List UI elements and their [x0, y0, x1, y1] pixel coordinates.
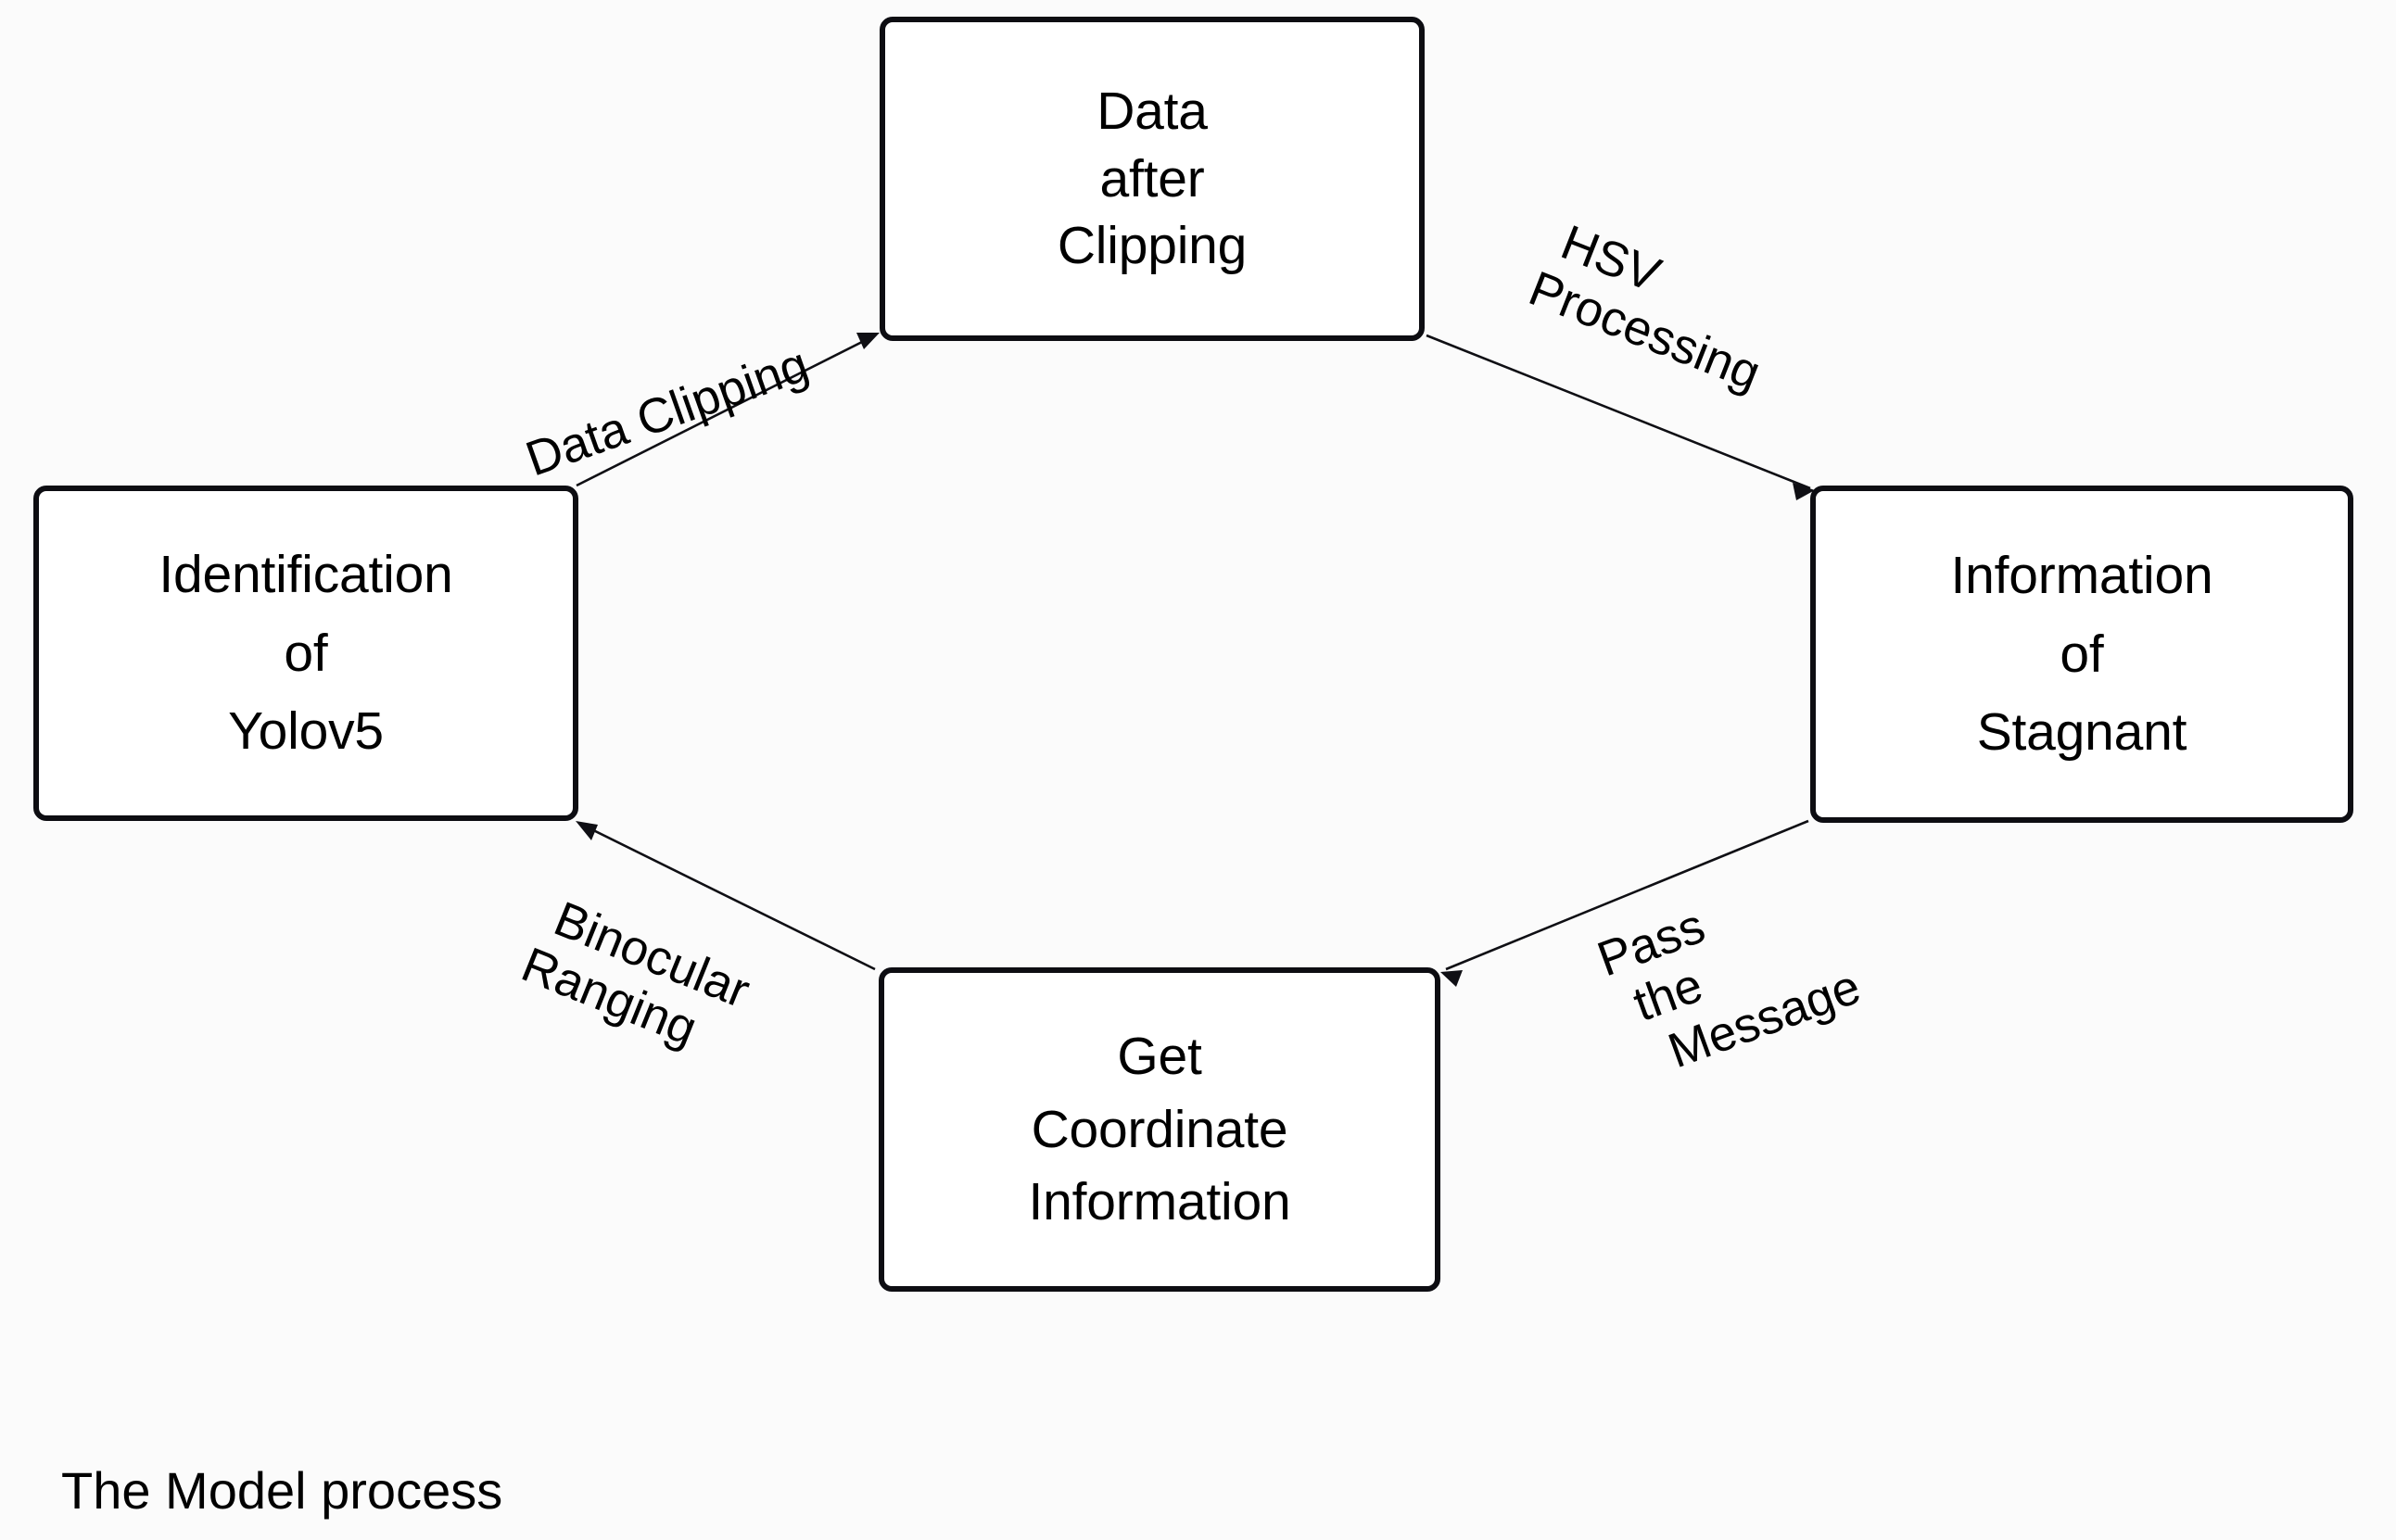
edge-label-binocular-ranging: Binocular Ranging	[514, 891, 757, 1070]
node-label-line: Information	[1028, 1172, 1291, 1232]
node-label-line: Stagnant	[1976, 702, 2187, 763]
node-get-coordinate-information[interactable]: Get Coordinate Information	[879, 967, 1440, 1292]
edge-label-line: Data Clipping	[519, 336, 816, 487]
node-label-line: Identification	[158, 544, 453, 604]
node-label-line: of	[284, 623, 328, 683]
node-label-line: Clipping	[1057, 216, 1248, 276]
edge-label-hsv-processing: HSV Processing	[1522, 215, 1787, 401]
node-label-line: Data	[1097, 81, 1208, 141]
node-label-line: Coordinate	[1031, 1099, 1288, 1159]
node-data-after-clipping[interactable]: Data after Clipping	[880, 17, 1425, 341]
node-label-line: of	[2060, 624, 2104, 684]
edge-label-pass-the-message: Pass the Message	[1591, 855, 1868, 1091]
node-label-line: Get	[1117, 1026, 1202, 1086]
node-identification-of-yolov5[interactable]: Identification of Yolov5	[33, 486, 578, 821]
node-information-of-stagnant[interactable]: Information of Stagnant	[1810, 486, 2353, 823]
node-label-line: after	[1099, 148, 1205, 208]
node-label-line: Yolov5	[228, 701, 384, 762]
diagram-caption: The Model process	[61, 1461, 503, 1520]
node-label-line: Information	[1950, 545, 2213, 605]
edge-label-data-clipping: Data Clipping	[519, 337, 816, 487]
